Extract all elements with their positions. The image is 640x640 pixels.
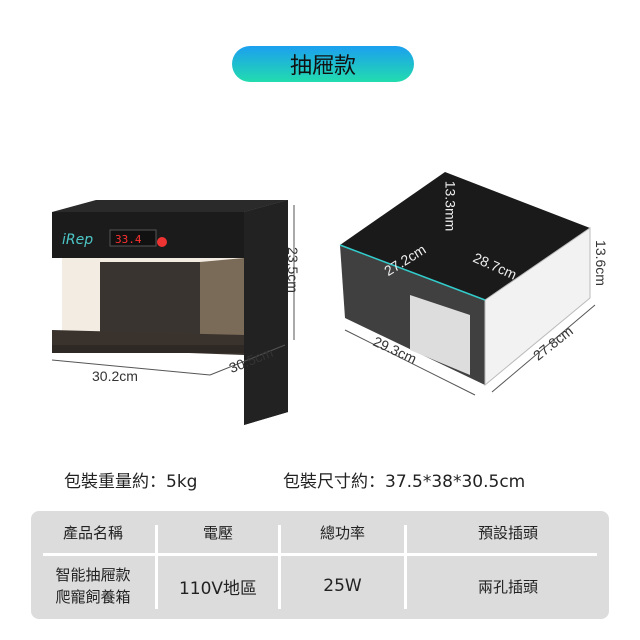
header-product-name: 產品名稱 <box>62 523 123 542</box>
cell-plug: 兩孔插頭 <box>477 577 538 596</box>
title-badge: 抽屜款 <box>232 46 414 82</box>
cell-power: 25W <box>323 576 362 596</box>
cell-product-name: 智能抽屜款 爬寵飼養箱 <box>55 566 131 606</box>
brand-logo: iRep <box>62 232 93 248</box>
header-power: 總功率 <box>319 523 365 542</box>
package-size: 包裝尺寸約：37.5*38*30.5cm <box>283 472 526 492</box>
spec-table: 產品名稱 電壓 總功率 預設插頭 智能抽屜款 爬寵飼養箱 110V地區 25W … <box>31 511 609 619</box>
cell-voltage: 110V地區 <box>178 578 258 599</box>
temperature-display: 33.4 <box>115 233 142 246</box>
dim-width: 30.2cm <box>92 368 138 384</box>
header-plug: 預設插頭 <box>477 523 538 542</box>
dim-height: 23.5cm <box>284 247 301 293</box>
drawer-box-illustration <box>339 172 596 396</box>
drawer-cabinet-illustration: 33.4 iRep <box>51 200 295 425</box>
package-weight: 包裝重量約：5kg <box>64 472 198 492</box>
dim-wall: 13.3mm <box>442 180 459 232</box>
dim-box-height: 13.6cm <box>592 240 609 286</box>
header-voltage: 電壓 <box>202 523 233 542</box>
